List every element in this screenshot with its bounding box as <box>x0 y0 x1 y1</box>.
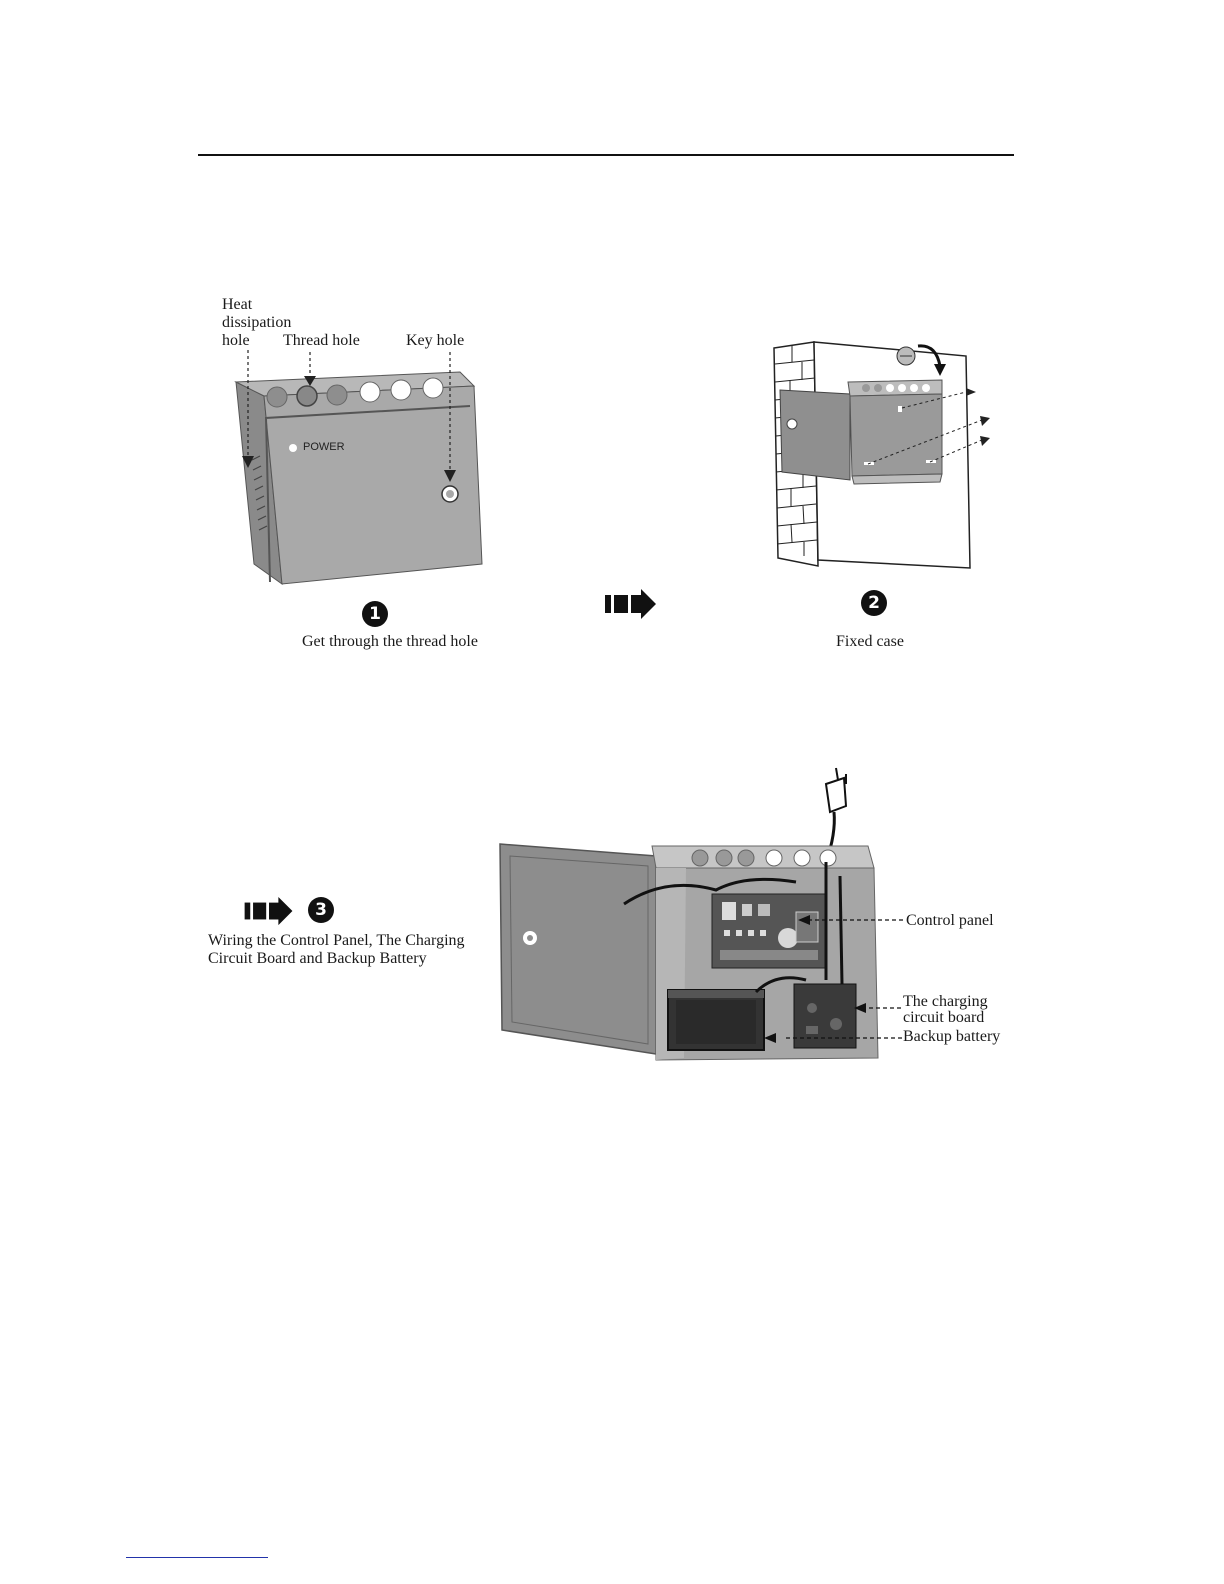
wiring-illustration <box>496 764 886 1064</box>
step-2-number: 2 <box>861 590 887 616</box>
figure1-caption: Get through the thread hole <box>302 633 478 651</box>
figure1-leaders <box>240 340 470 490</box>
step-1-number: 1 <box>362 601 388 627</box>
footnote-rule <box>126 1557 268 1558</box>
next-step-arrow-icon <box>605 588 657 620</box>
figure2-caption: Fixed case <box>836 633 904 651</box>
next-step-arrow-icon-2 <box>243 896 295 926</box>
header-rule <box>198 154 1014 156</box>
label-backup-battery: Backup battery <box>903 1028 1000 1046</box>
label-control-panel: Control panel <box>906 912 994 930</box>
label-charging-circuit-board: The charging circuit board <box>903 994 1003 1026</box>
step-3-number: 3 <box>308 897 334 923</box>
figure3-description: Wiring the Control Panel, The Charging C… <box>208 932 488 968</box>
fixed-case-illustration <box>770 336 1010 572</box>
